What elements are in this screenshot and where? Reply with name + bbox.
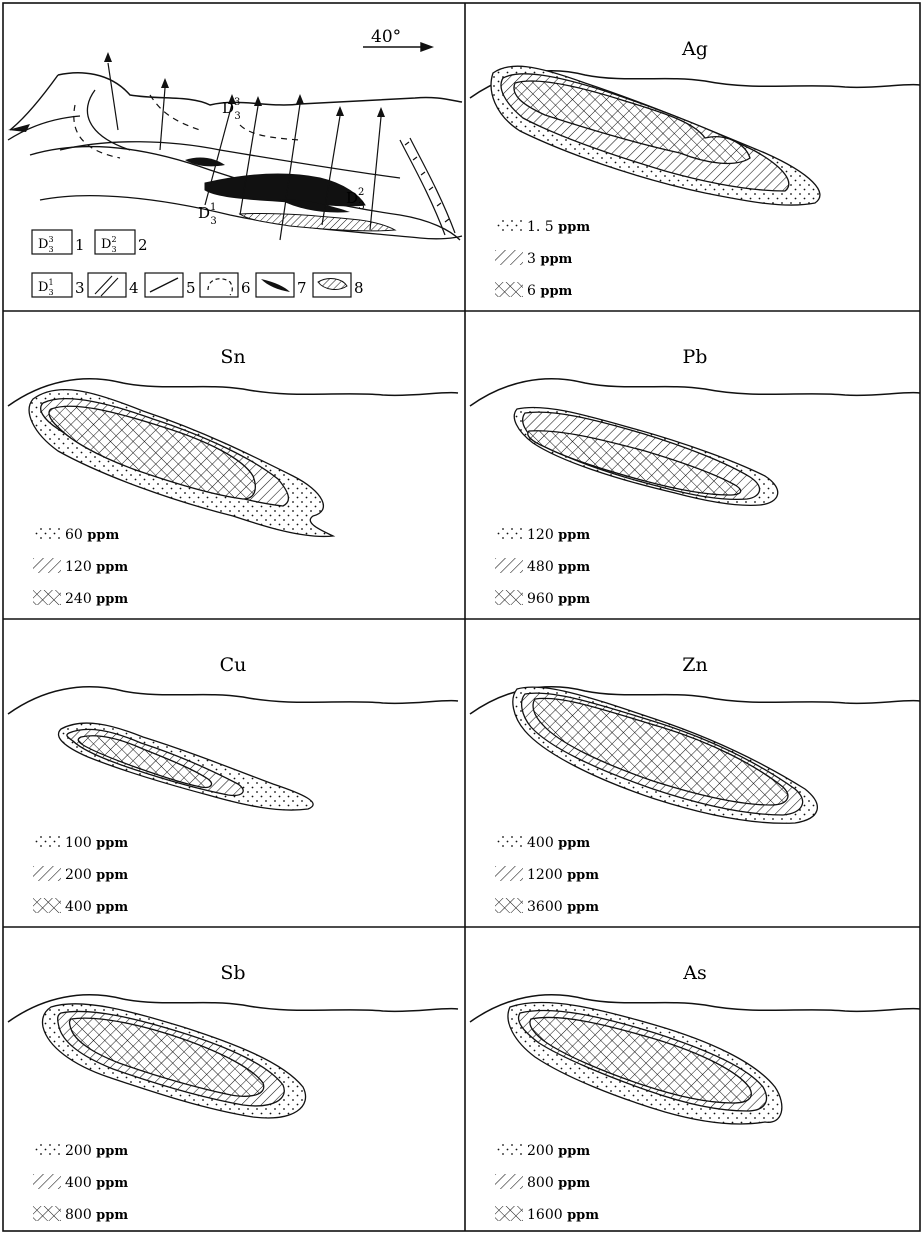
svg-text:6: 6 <box>241 279 251 297</box>
dotted-pattern-icon <box>495 218 523 233</box>
dotted-pattern-icon <box>495 1142 523 1157</box>
dotted-pattern-icon <box>33 526 61 541</box>
concentration-label: 100 ppm <box>65 835 128 851</box>
panel-title: Ag <box>681 38 708 60</box>
concentration-label: 400 ppm <box>65 1175 128 1191</box>
concentration-label: 60 ppm <box>65 527 119 543</box>
concentration-label: 3600 ppm <box>527 899 599 915</box>
panel-title: Cu <box>220 654 247 676</box>
panel-as: As 200 ppm 800 ppm 1600 ppm <box>470 962 920 1223</box>
hatched-pattern-icon <box>33 558 61 573</box>
svg-text:5: 5 <box>186 279 196 297</box>
dike <box>400 138 455 235</box>
concentration-label: 800 ppm <box>527 1175 590 1191</box>
concentration-label: 800 ppm <box>65 1207 128 1223</box>
crosshatch-pattern-icon <box>33 1206 61 1221</box>
svg-text:D23: D23 <box>101 235 117 254</box>
panel-pb: Pb 120 ppm 480 ppm 960 ppm <box>470 346 920 607</box>
panel-title: Zn <box>682 654 707 676</box>
crosshatch-pattern-icon <box>495 282 523 297</box>
dotted-pattern-icon <box>495 526 523 541</box>
concentration-label: 6 ppm <box>527 283 573 299</box>
svg-text:1: 1 <box>75 236 85 254</box>
concentration-label: 960 ppm <box>527 591 590 607</box>
svg-text:D13: D13 <box>38 278 54 297</box>
concentration-label: 3 ppm <box>527 251 573 267</box>
panel-title: Sn <box>220 346 245 368</box>
concentration-label: 120 ppm <box>527 527 590 543</box>
panel-ag: Ag 1. 5 ppm 3 ppm 6 ppm <box>470 38 920 299</box>
concentration-label: 200 ppm <box>527 1143 590 1159</box>
concentration-label: 1. 5 ppm <box>527 219 590 235</box>
hatched-pattern-icon <box>495 558 523 573</box>
concentration-label: 120 ppm <box>65 559 128 575</box>
crosshatch-pattern-icon <box>33 590 61 605</box>
direction-label: 40° <box>371 27 401 47</box>
concentration-label: 1200 ppm <box>527 867 599 883</box>
crosshatch-pattern-icon <box>495 590 523 605</box>
crosshatch-pattern-icon <box>33 898 61 913</box>
hatched-pattern-icon <box>495 250 523 265</box>
svg-text:2: 2 <box>138 236 148 254</box>
concentration-label: 400 ppm <box>65 899 128 915</box>
concentration-label: 200 ppm <box>65 1143 128 1159</box>
crosshatch-pattern-icon <box>495 1206 523 1221</box>
hatched-pattern-icon <box>495 1174 523 1189</box>
crosshatch-pattern-icon <box>495 898 523 913</box>
dotted-pattern-icon <box>495 834 523 849</box>
concentration-label: 480 ppm <box>527 559 590 575</box>
topographic-surface <box>8 687 458 714</box>
dotted-pattern-icon <box>33 1142 61 1157</box>
hatched-pattern-icon <box>495 866 523 881</box>
topographic-surface <box>58 73 462 105</box>
svg-text:8: 8 <box>354 279 364 297</box>
concentration-label: 240 ppm <box>65 591 128 607</box>
svg-text:D33: D33 <box>38 235 54 254</box>
concentration-label: 400 ppm <box>527 835 590 851</box>
concentration-label: 1600 ppm <box>527 1207 599 1223</box>
panel-sb: Sb 200 ppm 400 ppm 800 ppm <box>8 962 458 1223</box>
panel-zn: Zn 400 ppm 1200 ppm 3600 ppm <box>470 654 920 915</box>
svg-text:3: 3 <box>75 279 85 297</box>
svg-text:4: 4 <box>129 279 139 297</box>
topographic-surface <box>470 379 920 406</box>
panel-title: As <box>682 962 706 984</box>
hatched-pattern-icon <box>33 1174 61 1189</box>
panel-sn: Sn 60 ppm 120 ppm 240 ppm <box>8 346 458 607</box>
panel-cu: Cu 100 ppm 200 ppm 400 ppm <box>8 654 458 915</box>
dotted-pattern-icon <box>33 834 61 849</box>
concentration-label: 200 ppm <box>65 867 128 883</box>
geologic-cross-section: 40° <box>8 27 462 297</box>
hatched-pattern-icon <box>33 866 61 881</box>
svg-text:7: 7 <box>297 279 307 297</box>
panel-title: Sb <box>220 962 245 984</box>
panel-title: Pb <box>683 346 708 368</box>
